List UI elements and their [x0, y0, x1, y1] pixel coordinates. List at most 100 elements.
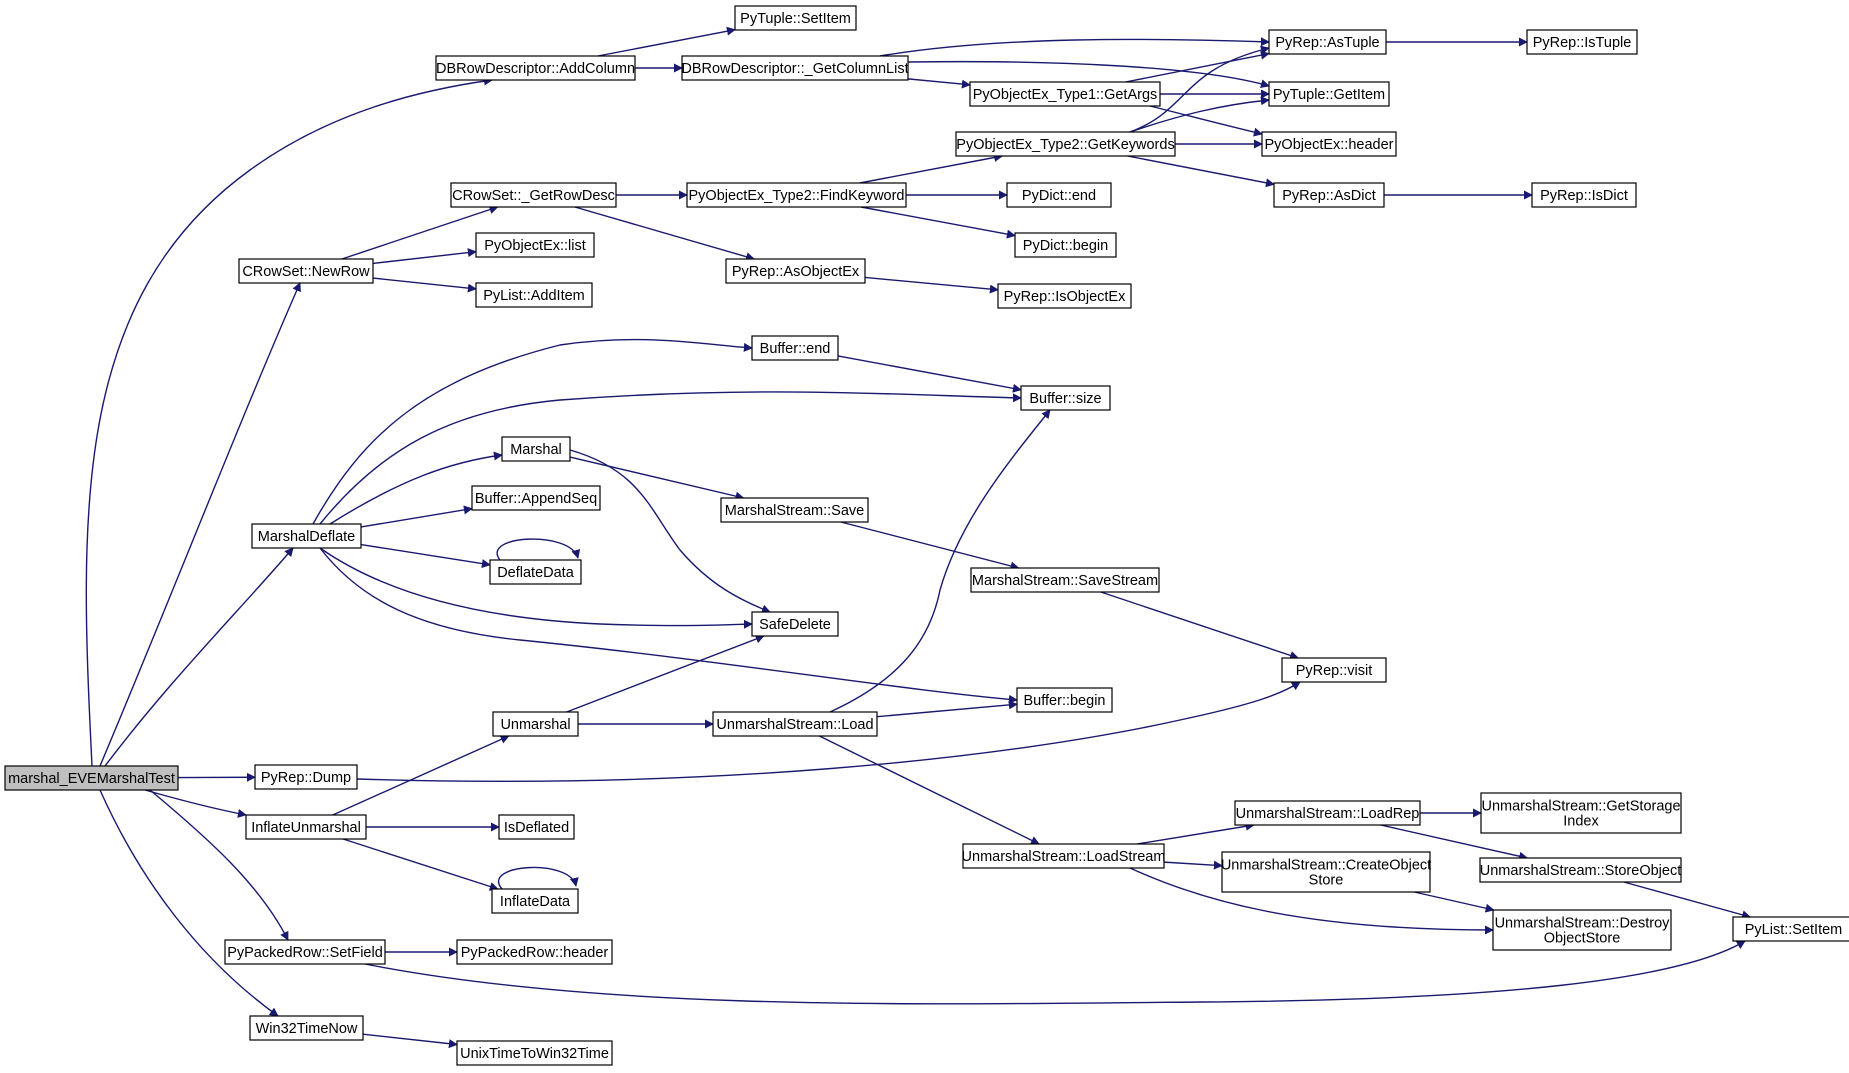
- node-pylist-additem[interactable]: PyList::AddItem: [475, 282, 593, 308]
- node-box: [712, 711, 878, 737]
- node-dbrd-addcol[interactable]: DBRowDescriptor::AddColumn: [435, 55, 636, 81]
- edge-pyobjex2_findkw-to-pydict_begin: [860, 206, 1016, 239]
- node-unmarshal[interactable]: Unmarshal: [492, 711, 579, 737]
- node-crowset-newrow[interactable]: CRowSet::NewRow: [238, 258, 374, 284]
- node-pydict-end[interactable]: PyDict::end: [1006, 182, 1112, 208]
- node-box: [1234, 800, 1421, 826]
- node-box: [1268, 29, 1387, 55]
- node-box: [224, 939, 386, 965]
- edge-pyobjex2_getkw-to-pyrep_asdict: [1127, 155, 1275, 188]
- node-label: PyObjectEx::header: [1265, 137, 1394, 153]
- edge-root-to-dbrd_addcol: [85, 76, 493, 767]
- node-win32timenow[interactable]: Win32TimeNow: [249, 1015, 364, 1041]
- node-box: [1531, 182, 1637, 208]
- node-deflatedata[interactable]: DeflateData: [489, 559, 582, 585]
- node-pyrep-visit[interactable]: PyRep::visit: [1281, 657, 1387, 683]
- node-inflateunmarshal[interactable]: InflateUnmarshal: [245, 814, 367, 840]
- node-box: [456, 939, 613, 965]
- node-us-storeobject[interactable]: UnmarshalStream::StoreObject: [1479, 857, 1682, 883]
- edge-inflateunmarshal-to-unmarshal: [332, 735, 510, 816]
- node-label: ObjectStore: [1544, 931, 1621, 947]
- node-box: [450, 182, 617, 208]
- node-label: Marshal: [510, 442, 562, 458]
- node-label: PyRep::AsObjectEx: [732, 264, 860, 280]
- node-box: [1526, 29, 1638, 55]
- node-layer: marshal_EVEMarshalTest DBRowDescriptor::A…: [4, 5, 1849, 1066]
- node-pyobjex-list[interactable]: PyObjectEx::list: [475, 232, 595, 258]
- node-buffer-end[interactable]: Buffer::end: [751, 335, 839, 361]
- node-box: [492, 711, 579, 737]
- edge-us_load-to-buffer_begin: [876, 700, 1018, 718]
- node-pyobjex2-getkw[interactable]: PyObjectEx_Type2::GetKeywords: [955, 131, 1176, 157]
- node-label: UnixTimeToWin32Time: [460, 1046, 609, 1062]
- node-isdeflated[interactable]: IsDeflated: [498, 814, 575, 840]
- node-pytuple-setitem[interactable]: PyTuple::SetItem: [734, 5, 857, 31]
- node-us-loadrep[interactable]: UnmarshalStream::LoadRep: [1234, 800, 1421, 826]
- edge-marshaldeflate-to-buffer_begin: [319, 547, 1018, 704]
- node-buffer-appendseq[interactable]: Buffer::AppendSeq: [471, 485, 601, 511]
- node-dbrd-getcollist[interactable]: DBRowDescriptor::_GetColumnList: [681, 55, 909, 81]
- node-ms-save[interactable]: MarshalStream::Save: [720, 497, 869, 523]
- edge-us_load-to-buffer_size: [829, 409, 1051, 713]
- node-pypackedrow-header[interactable]: PyPackedRow::header: [456, 939, 613, 965]
- node-box: [962, 843, 1165, 869]
- node-box: [1261, 131, 1397, 157]
- node-pyrep-isobjex[interactable]: PyRep::IsObjectEx: [997, 283, 1132, 309]
- node-root[interactable]: marshal_EVEMarshalTest: [4, 765, 179, 791]
- node-pyrep-asobjex[interactable]: PyRep::AsObjectEx: [725, 258, 866, 284]
- node-pylist-setitem[interactable]: PyList::SetItem: [1732, 916, 1849, 942]
- node-inflatedata[interactable]: InflateData: [491, 888, 579, 914]
- node-pyrep-istuple[interactable]: PyRep::IsTuple: [1526, 29, 1638, 55]
- edge-us_createobjstore-to-us_destroyobjstore: [1414, 891, 1495, 913]
- node-label: Buffer::begin: [1024, 693, 1106, 709]
- node-us-load[interactable]: UnmarshalStream::Load: [712, 711, 878, 737]
- edge-crowset_newrow-to-pylist_additem: [372, 277, 477, 293]
- node-label: PyList::AddItem: [483, 288, 585, 304]
- node-label: UnmarshalStream::Destroy: [1495, 916, 1671, 932]
- edge-us_loadstream-to-us_createobjstore: [1163, 860, 1223, 870]
- node-safedelete[interactable]: SafeDelete: [751, 611, 839, 637]
- node-pypackedrow-setfield[interactable]: PyPackedRow::SetField: [224, 939, 386, 965]
- node-label: MarshalStream::Save: [725, 503, 864, 519]
- node-label: UnmarshalStream::GetStorage: [1481, 799, 1680, 815]
- edge-deflatedata-to-deflatedata: [496, 538, 581, 561]
- edge-us_storeobject-to-pylist_setitem: [1623, 881, 1752, 920]
- node-marshal[interactable]: Marshal: [501, 436, 571, 462]
- node-label: PyObjectEx_Type2::GetKeywords: [956, 137, 1174, 153]
- node-ms-savestream[interactable]: MarshalStream::SaveStream: [970, 567, 1160, 593]
- node-label: UnmarshalStream::CreateObject: [1221, 858, 1431, 874]
- node-box: [471, 485, 601, 511]
- node-pyrep-isdict[interactable]: PyRep::IsDict: [1531, 182, 1637, 208]
- edge-ms_save-to-ms_savestream: [840, 521, 1020, 571]
- edge-us_load-to-us_loadstream: [819, 735, 1040, 845]
- node-pydict-begin[interactable]: PyDict::begin: [1014, 232, 1117, 258]
- node-pyrep-astuple[interactable]: PyRep::AsTuple: [1268, 29, 1387, 55]
- node-pyobjex-header[interactable]: PyObjectEx::header: [1261, 131, 1397, 157]
- node-pyobjex1-getargs[interactable]: PyObjectEx_Type1::GetArgs: [969, 81, 1161, 107]
- node-box: [686, 182, 907, 208]
- node-label: PyRep::IsObjectEx: [1004, 289, 1126, 305]
- node-unixtowin32[interactable]: UnixTimeToWin32Time: [456, 1040, 613, 1066]
- node-buffer-begin[interactable]: Buffer::begin: [1016, 687, 1113, 713]
- edge-us_loadstream-to-us_loadrep: [1137, 821, 1255, 845]
- node-pyobjex2-findkw[interactable]: PyObjectEx_Type2::FindKeyword: [686, 182, 907, 208]
- node-us-loadstream[interactable]: UnmarshalStream::LoadStream: [962, 843, 1166, 869]
- edge-inflateunmarshal-to-inflatedata: [342, 838, 499, 891]
- node-marshaldeflate[interactable]: MarshalDeflate: [251, 523, 362, 549]
- node-buffer-size[interactable]: Buffer::size: [1020, 385, 1111, 411]
- node-box: [969, 81, 1161, 107]
- node-label: PyRep::AsTuple: [1275, 35, 1379, 51]
- edge-marshaldeflate-to-buffer_end: [312, 338, 753, 525]
- node-crowset-getrowdesc[interactable]: CRowSet::_GetRowDesc: [450, 182, 617, 208]
- node-pyrep-asdict[interactable]: PyRep::AsDict: [1273, 182, 1385, 208]
- node-box: [1268, 81, 1390, 107]
- node-box: [725, 258, 866, 284]
- node-label: UnmarshalStream::StoreObject: [1480, 863, 1681, 879]
- node-pytuple-getitem[interactable]: PyTuple::GetItem: [1268, 81, 1390, 107]
- node-pyrep-dump[interactable]: PyRep::Dump: [254, 764, 358, 790]
- node-box: [498, 814, 575, 840]
- node-label: DBRowDescriptor::AddColumn: [436, 61, 635, 77]
